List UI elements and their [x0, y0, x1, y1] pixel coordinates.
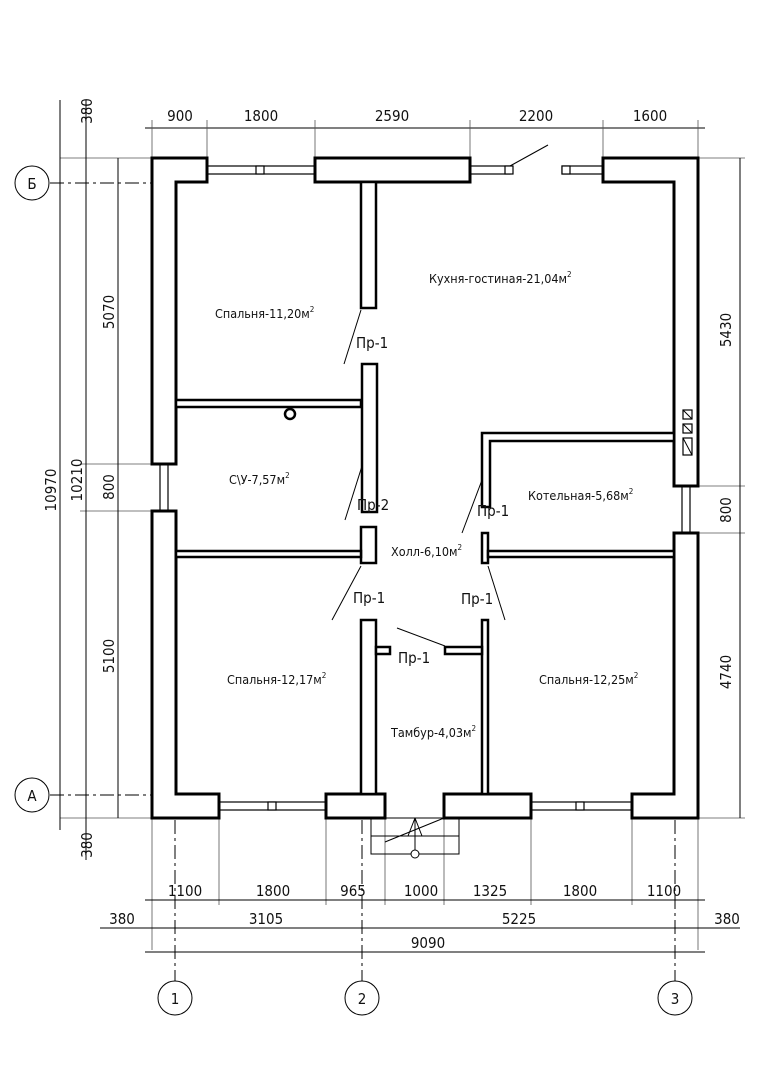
entrance-porch	[370, 817, 460, 859]
interior-walls	[174, 180, 693, 796]
svg-text:800: 800	[717, 497, 735, 523]
right-dimensions: 5430 800 4740	[717, 313, 735, 689]
svg-text:2: 2	[358, 990, 367, 1008]
svg-text:9090: 9090	[411, 934, 445, 952]
svg-text:Пр-1: Пр-1	[461, 590, 493, 608]
svg-text:2200: 2200	[519, 107, 553, 125]
svg-text:1800: 1800	[563, 882, 597, 900]
svg-text:1600: 1600	[633, 107, 667, 125]
svg-text:800: 800	[100, 474, 118, 500]
left-dimensions: 10970 10210 5070 800 5100 380	[42, 295, 118, 858]
svg-text:965: 965	[340, 882, 366, 900]
room-bedroom-2: Спальня-12,17м2	[227, 671, 326, 687]
svg-text:1100: 1100	[168, 882, 202, 900]
dimension-lines	[59, 100, 745, 953]
room-vestibule: Тамбур-4,03м2	[390, 724, 476, 740]
svg-text:4740: 4740	[717, 655, 735, 689]
svg-text:Пр-1: Пр-1	[398, 649, 430, 667]
svg-text:10970: 10970	[42, 469, 60, 512]
room-kitchen-living: Кухня-гостиная-21,04м2	[429, 270, 572, 286]
exterior-walls	[150, 156, 700, 820]
svg-text:Пр-1: Пр-1	[477, 502, 509, 520]
axis-marker-b: Б	[14, 165, 50, 201]
door-labels: Пр-1 Пр-2 Пр-1 Пр-1 Пр-1 Пр-1	[353, 334, 509, 667]
svg-text:1800: 1800	[244, 107, 278, 125]
svg-text:1: 1	[171, 990, 180, 1008]
axis-marker-3: 3	[657, 980, 693, 1016]
svg-text:Пр-1: Пр-1	[356, 334, 388, 352]
svg-text:5070: 5070	[100, 295, 118, 329]
drain-icon	[283, 407, 297, 421]
room-bedroom-1: Спальня-11,20м2	[215, 305, 314, 321]
door-swings	[331, 309, 506, 647]
svg-text:Пр-1: Пр-1	[353, 589, 385, 607]
room-boiler: Котельная-5,68м2	[528, 487, 633, 503]
room-bedroom-3: Спальня-12,25м2	[539, 671, 638, 687]
svg-text:380: 380	[109, 910, 135, 928]
svg-text:Б: Б	[27, 175, 36, 193]
svg-text:380: 380	[78, 98, 96, 124]
svg-text:380: 380	[714, 910, 740, 928]
svg-text:5225: 5225	[502, 910, 536, 928]
svg-text:1000: 1000	[404, 882, 438, 900]
axis-marker-a: А	[14, 777, 50, 813]
axis-marker-1: 1	[157, 980, 193, 1016]
bottom-dimensions: 1100 1800 965 1000 1325 1800 1100 380 31…	[109, 882, 740, 952]
room-hall: Холл-6,10м2	[391, 543, 462, 559]
svg-text:1800: 1800	[256, 882, 290, 900]
svg-text:2590: 2590	[375, 107, 409, 125]
room-bathroom: С\У-7,57м2	[229, 471, 290, 487]
svg-text:3105: 3105	[249, 910, 283, 928]
svg-text:А: А	[27, 787, 37, 805]
svg-text:5430: 5430	[717, 313, 735, 347]
axis-marker-2: 2	[344, 980, 380, 1016]
svg-text:380: 380	[78, 832, 96, 858]
axis-lines	[50, 182, 676, 981]
svg-text:10210: 10210	[68, 459, 86, 502]
svg-text:Пр-2: Пр-2	[357, 496, 389, 514]
svg-text:900: 900	[167, 107, 193, 125]
svg-text:3: 3	[671, 990, 680, 1008]
svg-text:1100: 1100	[647, 882, 681, 900]
svg-text:5100: 5100	[100, 639, 118, 673]
svg-text:1325: 1325	[473, 882, 507, 900]
room-labels: Спальня-11,20м2 Кухня-гостиная-21,04м2 С…	[215, 270, 638, 740]
top-dimensions: 900 1800 2590 2200 1600 380	[78, 98, 667, 125]
